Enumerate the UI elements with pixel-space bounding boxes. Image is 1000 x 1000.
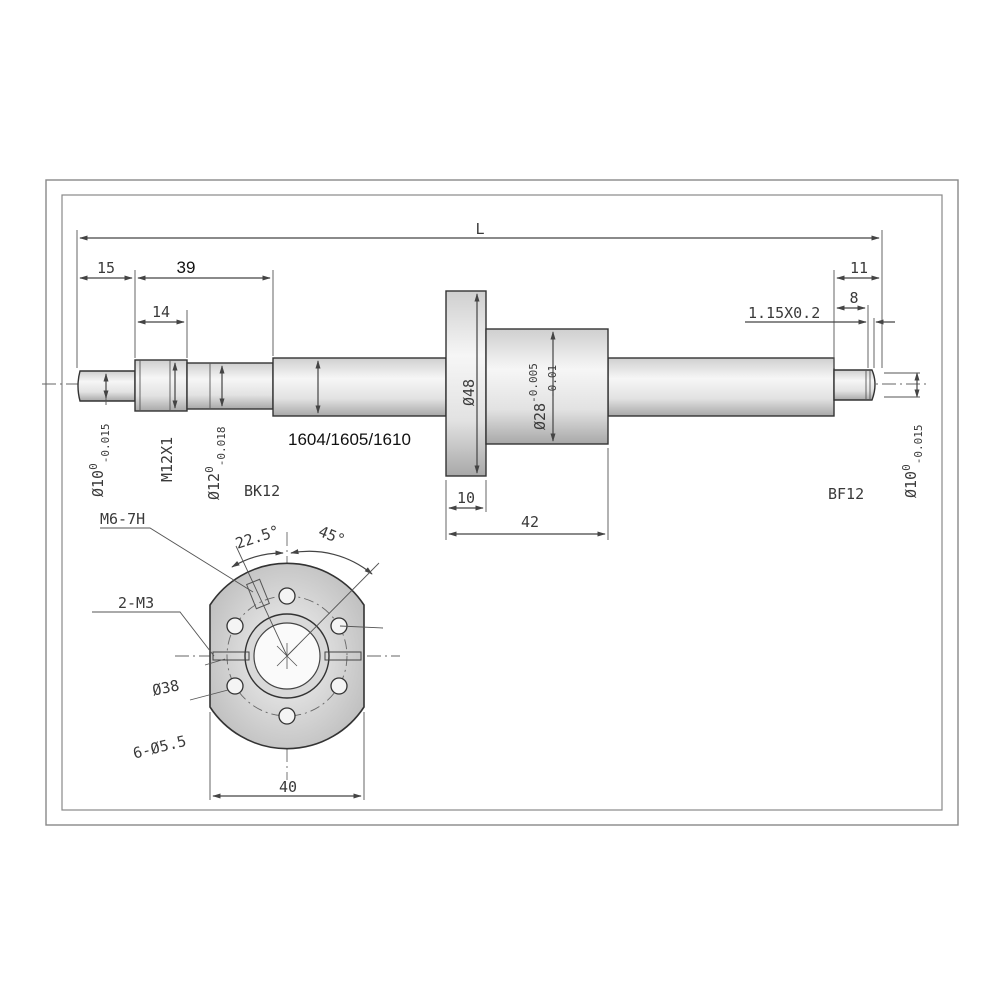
dim-right-dia: Ø10 [902,471,920,498]
nut-body [485,328,609,445]
dim-L: L [475,220,484,238]
right-journal [833,369,876,401]
angle-45: 45° [316,522,348,549]
screw-shaft-right [607,357,835,417]
angle-22: 22.5° [233,522,282,553]
left-thread-section [134,359,188,412]
model-numbers: 1604/1605/1610 [288,430,411,449]
dim-left-dia: Ø10 [89,470,107,497]
left-bearing-section [186,362,274,410]
dim-mid-dia: Ø12 [205,473,223,500]
dim-flange-dia: Ø48 [460,379,478,406]
callout-bolt-circle: Ø38 [151,676,181,699]
flange-front-view [92,527,400,800]
bolt-holes [226,587,348,725]
dim-mid-tol-up: 0 [203,466,216,473]
callout-2m3: 2-M3 [118,594,154,612]
svg-text:Ø100-0.015: Ø100-0.015 [87,424,112,497]
side-view-labels: L 15 39 14 11 8 1.15X0.2 10 42 1604/1605… [87,220,925,531]
dim-8: 8 [849,289,858,307]
callout-m6: M6-7H [100,510,145,528]
dim-39: 39 [177,258,196,277]
svg-text:Ø28-0.005: Ø28-0.005 [527,363,549,430]
dim-nut-tol-low: -0.01 [546,365,559,398]
dim-10: 10 [457,489,475,507]
dim-right-tol-up: 0 [900,464,913,471]
dim-groove: 1.15X0.2 [748,304,820,322]
dim-left-tol-up: 0 [87,463,100,470]
dim-right-tol-low: -0.015 [912,425,925,465]
dim-width-40: 40 [279,778,297,796]
dim-15: 15 [97,259,115,277]
dim-thread: M12X1 [158,437,176,482]
dim-mid-tol-low: -0.018 [215,427,228,467]
label-bf12: BF12 [828,485,864,503]
dim-11: 11 [850,259,868,277]
label-bk12: BK12 [244,482,280,500]
svg-text:Ø120-0.018: Ø120-0.018 [203,427,228,500]
dim-nut-tol-up: -0.005 [527,363,540,403]
dim-42: 42 [521,513,539,531]
dim-nut-dia: Ø28 [531,403,549,430]
callout-bolt-holes: 6-Ø5.5 [131,732,188,763]
dim-14: 14 [152,303,170,321]
drawing-frame [45,179,959,826]
side-view-dimensions [76,230,920,540]
svg-text:Ø100-0.015: Ø100-0.015 [900,425,925,498]
dim-left-tol-low: -0.015 [99,424,112,464]
screw-shaft [272,357,447,417]
